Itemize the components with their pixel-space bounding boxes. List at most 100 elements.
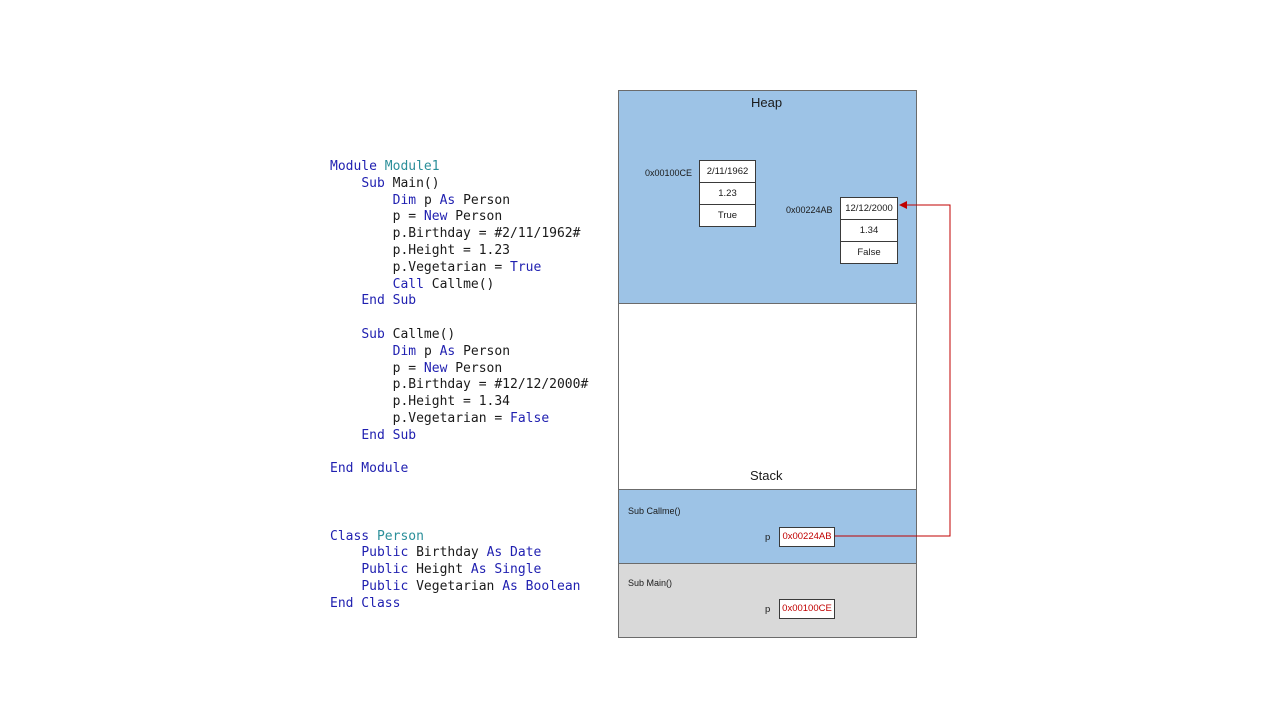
code-line xyxy=(330,512,588,529)
code-text xyxy=(330,277,393,292)
code-keyword: Public xyxy=(361,545,417,561)
code-line xyxy=(330,478,588,495)
code-keyword: New xyxy=(423,360,456,376)
code-keyword: False xyxy=(510,410,550,426)
code-keyword: As xyxy=(439,343,464,359)
field-vegetarian: True xyxy=(717,210,738,221)
code-text: Birthday xyxy=(416,545,487,561)
code-keyword: As Boolean xyxy=(502,578,581,594)
field-height: 1.23 xyxy=(700,183,755,205)
code-listing: Module Module1 Sub Main() Dim p As Perso… xyxy=(330,159,588,613)
code-keyword: As xyxy=(439,192,464,208)
code-line: p = New Person xyxy=(330,209,588,226)
code-text: Callme() xyxy=(431,276,495,292)
code-line xyxy=(330,445,588,462)
code-text: Person xyxy=(463,192,511,208)
code-keyword: New xyxy=(423,209,456,225)
code-text xyxy=(330,579,361,594)
code-line xyxy=(330,495,588,512)
code-text: Callme() xyxy=(392,326,456,342)
code-keyword: End Class xyxy=(330,595,401,611)
code-line: p.Vegetarian = True xyxy=(330,260,588,277)
code-text: p xyxy=(423,192,440,208)
heap-object-callme: 12/12/2000 1.34 False xyxy=(840,197,898,264)
code-text: Main() xyxy=(392,175,440,191)
field-birthday: 12/12/2000 xyxy=(841,198,897,220)
heap-object-address: 0x00100CE xyxy=(645,168,693,178)
code-text: Person xyxy=(455,209,503,225)
code-type-name: Module1 xyxy=(384,159,440,174)
code-line: p.Height = 1.34 xyxy=(330,394,588,411)
code-keyword: Dim xyxy=(392,343,424,359)
code-line: Call Callme() xyxy=(330,277,588,294)
code-text xyxy=(330,327,361,342)
code-type-name: Person xyxy=(376,528,424,544)
code-text: p.Birthday = #12/12/2000# xyxy=(330,377,589,393)
code-line: End Sub xyxy=(330,293,588,310)
code-text: p.Height = 1.34 xyxy=(330,394,511,410)
heap-title: Heap xyxy=(751,95,783,110)
frame-label-callme: Sub Callme() xyxy=(628,506,681,516)
code-text: p.Vegetarian = xyxy=(330,410,511,426)
code-text: Person xyxy=(455,360,503,376)
code-line: Module Module1 xyxy=(330,159,588,176)
stack-frame-callme xyxy=(618,489,917,564)
code-line: Sub Callme() xyxy=(330,327,588,344)
frame-reference-value: 0x00224AB xyxy=(779,527,835,547)
code-text: p.Birthday = #2/11/1962# xyxy=(330,226,581,242)
code-line: Public Height As Single xyxy=(330,562,588,579)
code-keyword: Sub xyxy=(361,326,393,342)
code-text: Height xyxy=(416,562,471,578)
stack-title: Stack xyxy=(750,468,783,483)
code-line: p.Birthday = #2/11/1962# xyxy=(330,226,588,243)
code-line: Dim p As Person xyxy=(330,193,588,210)
field-vegetarian: False xyxy=(857,247,881,258)
code-line xyxy=(330,310,588,327)
code-keyword: As Single xyxy=(470,562,542,578)
code-line: End Module xyxy=(330,461,588,478)
code-keyword: Dim xyxy=(392,192,424,208)
code-text xyxy=(330,176,361,191)
field-height: 1.34 xyxy=(841,220,897,242)
code-keyword: Module xyxy=(330,159,385,174)
field-birthday: 2/11/1962 xyxy=(700,161,755,183)
code-keyword: End Module xyxy=(330,461,409,477)
code-text: p = xyxy=(330,360,424,376)
heap-object-address: 0x00224AB xyxy=(786,205,833,215)
code-line: p.Birthday = #12/12/2000# xyxy=(330,377,589,394)
code-text xyxy=(330,344,393,359)
code-line: Public Birthday As Date xyxy=(330,545,588,562)
code-line: End Sub xyxy=(330,428,588,445)
code-text: p.Vegetarian = xyxy=(330,259,511,275)
code-keyword: End Sub xyxy=(361,427,417,443)
frame-label-main: Sub Main() xyxy=(628,578,673,588)
code-text: p xyxy=(423,343,440,359)
free-memory-region xyxy=(618,303,917,490)
code-text xyxy=(330,293,361,308)
code-keyword: True xyxy=(510,259,542,275)
code-text xyxy=(330,562,361,577)
frame-variable-name: p xyxy=(765,604,771,615)
code-keyword: Public xyxy=(361,562,417,578)
code-text xyxy=(330,545,361,560)
code-line: Public Vegetarian As Boolean xyxy=(330,579,588,596)
code-text xyxy=(330,428,361,443)
code-keyword: Class xyxy=(330,528,377,544)
code-text: Person xyxy=(463,343,511,359)
heap-object-main: 2/11/1962 1.23 True xyxy=(699,160,756,227)
code-keyword: Public xyxy=(361,578,417,594)
code-keyword: Call xyxy=(392,276,432,292)
code-text: Vegetarian xyxy=(416,578,503,594)
frame-variable-name: p xyxy=(765,532,771,543)
stack-frame-main xyxy=(618,563,917,638)
code-line: Dim p As Person xyxy=(330,344,588,361)
code-line: Sub Main() xyxy=(330,176,588,193)
code-keyword: End Sub xyxy=(361,293,417,309)
code-text: p.Height = 1.23 xyxy=(330,242,511,258)
code-text: p = xyxy=(330,209,424,225)
code-text xyxy=(330,193,393,208)
frame-reference-value: 0x00100CE xyxy=(779,599,835,619)
code-line: p.Vegetarian = False xyxy=(330,411,588,428)
code-line: End Class xyxy=(330,596,588,613)
code-line: p.Height = 1.23 xyxy=(330,243,588,260)
